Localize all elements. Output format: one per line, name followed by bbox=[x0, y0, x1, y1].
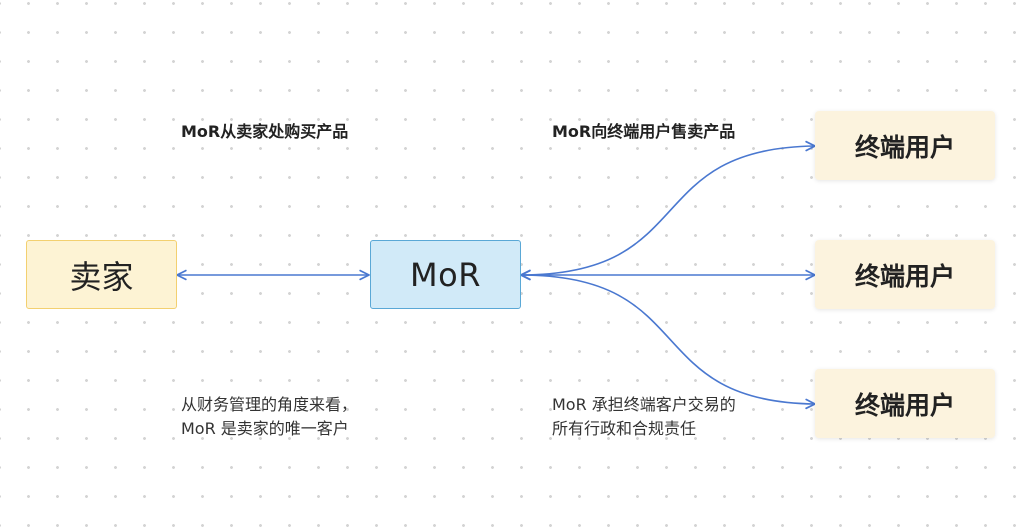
end-user-node[interactable]: 终端用户 bbox=[815, 369, 995, 438]
mor-enduser-3-arrow bbox=[520, 269, 816, 410]
mor-node[interactable]: MoR bbox=[370, 240, 521, 309]
responsibility-note: MoR 承担终端客户交易的 所有行政和合规责任 bbox=[552, 393, 736, 441]
end-user-node[interactable]: 终端用户 bbox=[815, 240, 995, 309]
finance-note: 从财务管理的角度来看， MoR 是卖家的唯一客户 bbox=[181, 393, 357, 441]
seller-node[interactable]: 卖家 bbox=[26, 240, 177, 309]
finance-note-line: 从财务管理的角度来看， bbox=[181, 395, 358, 414]
end-user-node[interactable]: 终端用户 bbox=[815, 111, 995, 180]
buy-from-seller-label: MoR从卖家处购买产品 bbox=[181, 122, 349, 141]
sell-to-end-users-label: MoR向终端用户售卖产品 bbox=[552, 122, 736, 141]
responsibility-note-line: MoR 承担终端客户交易的 bbox=[552, 395, 736, 414]
responsibility-note-line: 所有行政和合规责任 bbox=[552, 419, 697, 438]
finance-note-line: MoR 是卖家的唯一客户 bbox=[181, 419, 349, 438]
mor-enduser-1-arrow bbox=[520, 140, 816, 281]
